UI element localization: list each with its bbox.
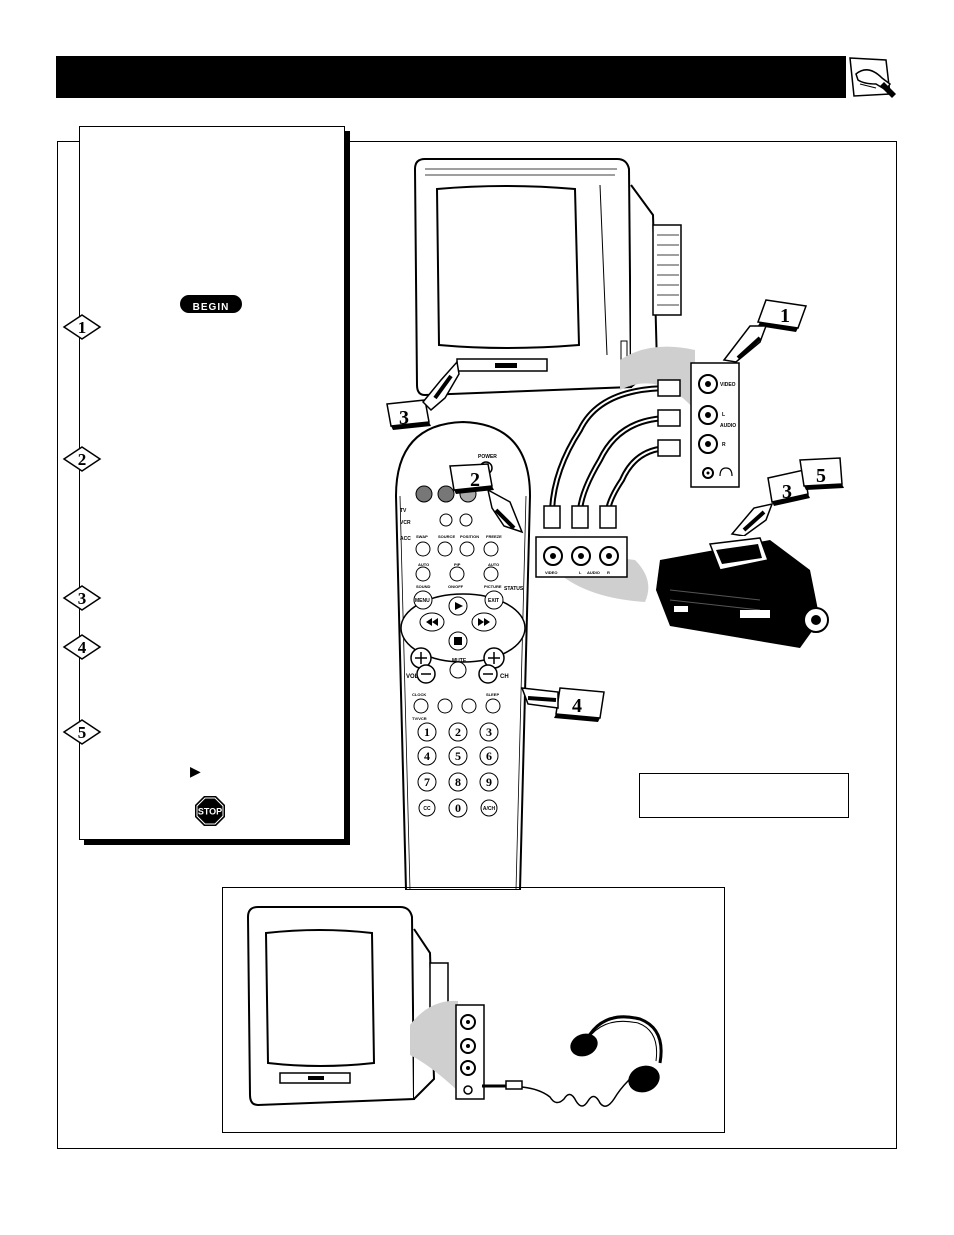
svg-text:AUDIO: AUDIO bbox=[720, 423, 736, 429]
svg-text:R: R bbox=[607, 570, 610, 575]
svg-text:9: 9 bbox=[486, 775, 492, 789]
main-frame bbox=[57, 141, 897, 1149]
svg-text:PIP: PIP bbox=[454, 562, 461, 567]
camcorder-output-panel: VIDEO L AUDIO R bbox=[535, 536, 628, 578]
svg-text:TV/VCR: TV/VCR bbox=[412, 716, 427, 721]
callout-hand-2: 2 bbox=[449, 463, 524, 534]
svg-text:A/CH: A/CH bbox=[483, 806, 496, 812]
svg-text:VCR: VCR bbox=[400, 520, 411, 526]
step-4-marker: 4 bbox=[62, 634, 102, 660]
svg-text:ON/OFF: ON/OFF bbox=[448, 584, 464, 589]
svg-text:AUTO: AUTO bbox=[418, 562, 429, 567]
svg-text:VOL: VOL bbox=[406, 674, 419, 680]
svg-text:0: 0 bbox=[455, 801, 461, 815]
svg-text:L: L bbox=[722, 412, 725, 418]
svg-text:SWAP: SWAP bbox=[416, 534, 428, 539]
step-5-number: 5 bbox=[78, 723, 87, 742]
svg-text:SOURCE: SOURCE bbox=[438, 534, 455, 539]
step-1-number: 1 bbox=[78, 318, 87, 337]
svg-text:VIDEO: VIDEO bbox=[545, 570, 557, 575]
svg-text:AUDIO: AUDIO bbox=[587, 570, 600, 575]
inset-jack-panel bbox=[455, 1004, 485, 1100]
tv-illustration bbox=[413, 158, 682, 397]
svg-text:ACC: ACC bbox=[400, 536, 411, 542]
svg-text:TV: TV bbox=[400, 508, 407, 514]
camcorder-illustration bbox=[656, 537, 829, 648]
svg-text:STOP: STOP bbox=[198, 807, 222, 817]
step-3-marker: 3 bbox=[62, 585, 102, 611]
headphone-inset bbox=[222, 887, 725, 1133]
inset-jack-highlight-shade bbox=[410, 1000, 458, 1091]
header-bar bbox=[56, 56, 846, 98]
callout-hand-3-tv: 3 bbox=[386, 360, 460, 430]
step-5-marker: 5 bbox=[62, 719, 102, 745]
callout-hand-1: 1 bbox=[722, 299, 808, 363]
callout-hand-3-5-camcorder: 3 5 bbox=[730, 457, 844, 536]
svg-text:3: 3 bbox=[782, 481, 792, 503]
svg-text:POWER: POWER bbox=[478, 454, 497, 460]
svg-text:FREEZE: FREEZE bbox=[486, 534, 502, 539]
begin-badge: BEGIN bbox=[180, 295, 242, 313]
step-4-number: 4 bbox=[78, 638, 87, 657]
svg-text:8: 8 bbox=[455, 775, 461, 789]
svg-text:AUTO: AUTO bbox=[488, 562, 499, 567]
svg-text:CLOCK: CLOCK bbox=[412, 692, 426, 697]
svg-text:6: 6 bbox=[486, 749, 492, 763]
svg-text:1: 1 bbox=[780, 305, 790, 327]
svg-text:CC: CC bbox=[423, 806, 431, 812]
inset-tv-illustration bbox=[246, 906, 449, 1107]
svg-text:4: 4 bbox=[572, 695, 582, 717]
svg-text:EXIT: EXIT bbox=[488, 598, 499, 604]
svg-text:3: 3 bbox=[486, 725, 492, 739]
remote-control: POWER TV VCR ACC SWAP SOURCE POSITION FR… bbox=[394, 420, 532, 890]
svg-text:CH: CH bbox=[500, 674, 509, 680]
jack-highlight-shade bbox=[620, 346, 695, 410]
svg-text:7: 7 bbox=[424, 775, 430, 789]
svg-text:POSITION: POSITION bbox=[460, 534, 479, 539]
step-1-marker: 1 bbox=[62, 314, 102, 340]
stop-sign-icon: STOP bbox=[195, 796, 225, 826]
svg-text:SOUND: SOUND bbox=[416, 584, 431, 589]
svg-text:R: R bbox=[722, 442, 726, 448]
svg-text:3: 3 bbox=[399, 407, 409, 429]
svg-text:MUTE: MUTE bbox=[452, 658, 467, 664]
step-3-number: 3 bbox=[78, 589, 87, 608]
note-box bbox=[639, 773, 849, 818]
svg-text:1: 1 bbox=[424, 725, 430, 739]
step-2-marker: 2 bbox=[62, 446, 102, 472]
av-jack-panel: VIDEO L AUDIO R bbox=[690, 362, 740, 488]
hand-writing-icon bbox=[849, 57, 896, 98]
instruction-panel: BEGIN bbox=[79, 126, 345, 840]
svg-text:2: 2 bbox=[455, 725, 461, 739]
svg-text:VIDEO: VIDEO bbox=[720, 382, 736, 388]
svg-text:4: 4 bbox=[424, 749, 430, 763]
svg-text:5: 5 bbox=[816, 465, 826, 487]
svg-text:PICTURE: PICTURE bbox=[484, 584, 502, 589]
svg-text:5: 5 bbox=[455, 749, 461, 763]
headphones-illustration bbox=[482, 1015, 663, 1107]
svg-text:2: 2 bbox=[470, 469, 480, 491]
svg-text:STATUS: STATUS bbox=[504, 586, 524, 592]
play-icon: ▶ bbox=[190, 763, 201, 779]
svg-text:SLEEP: SLEEP bbox=[486, 692, 499, 697]
svg-text:L: L bbox=[579, 570, 582, 575]
callout-hand-4: 4 bbox=[520, 687, 605, 722]
step-2-number: 2 bbox=[78, 450, 87, 469]
svg-text:MENU: MENU bbox=[415, 598, 430, 604]
av-cables bbox=[543, 379, 681, 529]
